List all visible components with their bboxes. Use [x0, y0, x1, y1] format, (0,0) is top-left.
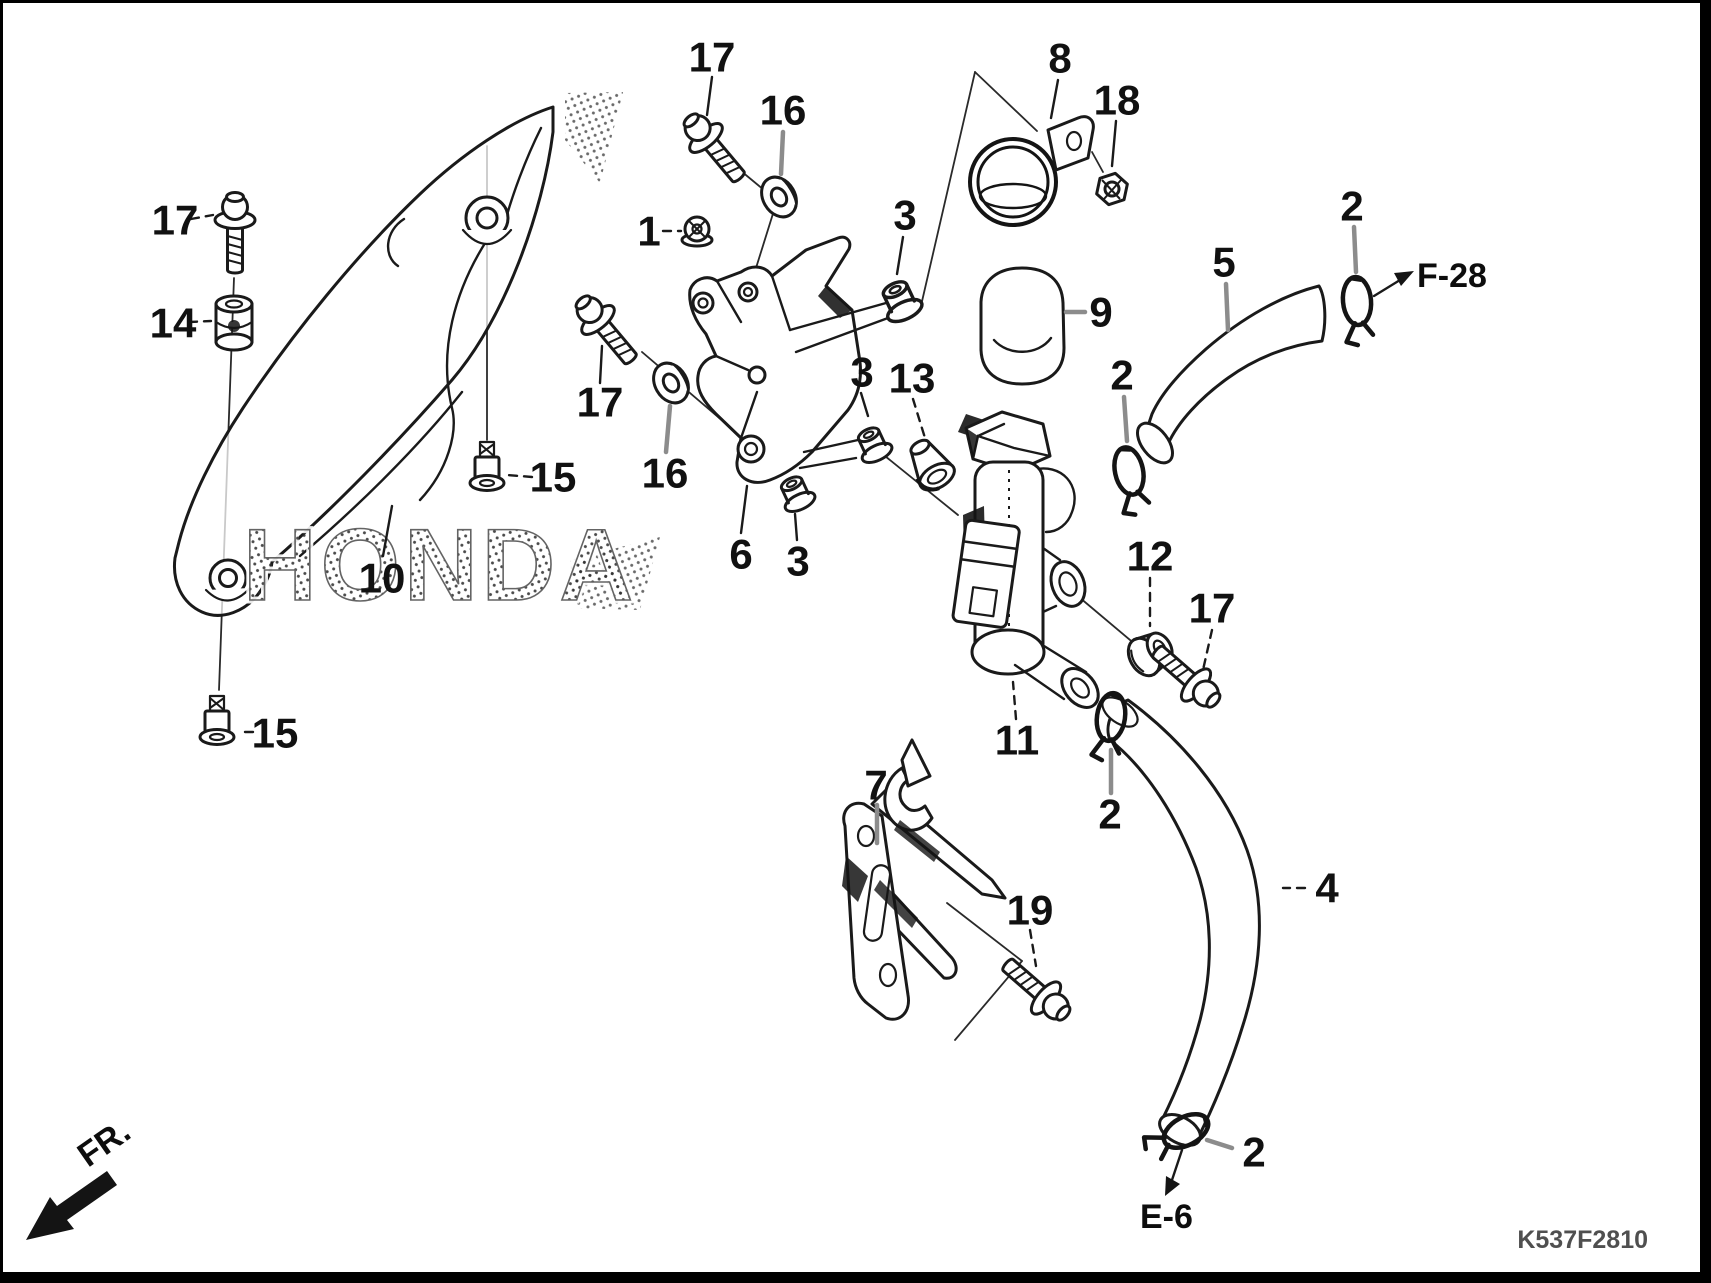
leader-3-bottom [793, 512, 799, 542]
collar-3-bottom [773, 470, 820, 517]
watermark-halo: HONDA [243, 508, 637, 622]
callout-2-valve: 2 [1098, 791, 1121, 838]
leader-5 [1223, 281, 1231, 333]
cap-nut-1 [680, 215, 714, 248]
callout-16-top: 16 [760, 87, 807, 134]
flange-bolt-17-mid [563, 284, 649, 375]
cover-boss [461, 195, 513, 245]
flange-bolt-19 [991, 946, 1082, 1033]
callout-15-top: 15 [530, 454, 577, 501]
callout-1: 1 [637, 208, 660, 255]
leader-2-topright [1351, 224, 1359, 275]
fr-label: FR. [71, 1112, 138, 1175]
joint-13 [909, 438, 956, 492]
callout-3-mid: 3 [850, 349, 873, 396]
callout-12: 12 [1127, 533, 1174, 580]
ref-f28: F-28 [1372, 257, 1487, 298]
cover-grommet [204, 558, 252, 602]
air-hose-5 [1136, 284, 1327, 465]
leader-2-hose5 [1121, 394, 1130, 444]
air-hose-4 [1101, 696, 1261, 1147]
leader-8 [1049, 78, 1060, 120]
rubber-washer-16-top [753, 169, 805, 225]
callout-11: 11 [995, 717, 1039, 764]
leader-19 [1028, 928, 1038, 968]
rubber-cap-9 [979, 266, 1066, 386]
callout-2-hose5: 2 [1110, 352, 1133, 399]
rubber-washer-16-mid [645, 355, 697, 411]
diagram-code: K537F2810 [1517, 1226, 1648, 1254]
watermark-text: HONDA [243, 508, 637, 622]
callout-17-left: 17 [152, 197, 199, 244]
callout-2-topright: 2 [1340, 183, 1363, 230]
hose-clamp-2-topright [1341, 276, 1375, 346]
callout-17-mid: 17 [577, 379, 624, 426]
clamp-nut-18 [1095, 171, 1129, 207]
ref-e6: E-6 [1140, 1148, 1193, 1236]
callout-8: 8 [1048, 35, 1071, 82]
leader-6 [739, 484, 749, 535]
leader-16-mid [663, 403, 673, 455]
callout-9: 9 [1089, 289, 1112, 336]
front-direction-marker: FR. [26, 1112, 137, 1240]
flange-bolt-17-top [671, 102, 757, 193]
ref-f28-label: F-28 [1417, 257, 1487, 295]
collar-3-mid [850, 421, 897, 468]
callout-3-bottom: 3 [786, 538, 809, 585]
leader-17-left [189, 213, 215, 221]
leader-10 [381, 504, 394, 558]
callout-4: 4 [1315, 865, 1339, 912]
callout-3-top: 3 [893, 192, 916, 239]
flange-bolt-17-left [213, 191, 257, 275]
bolt-15-top [468, 440, 506, 492]
honda-watermark: HONDA HONDA [240, 505, 637, 626]
leader-18 [1110, 119, 1118, 168]
valve-stay-7 [842, 738, 1007, 1021]
leader-11 [1011, 680, 1018, 721]
ref-e6-label: E-6 [1140, 1198, 1193, 1236]
callout-19: 19 [1007, 887, 1054, 934]
valve-bracket [688, 235, 890, 484]
leader-14 [187, 319, 213, 324]
leader-17-top [705, 75, 714, 117]
leader-2-bottom [1204, 1137, 1235, 1151]
stipple-patch-top [565, 92, 623, 183]
callout-18: 18 [1094, 77, 1141, 124]
control-valve-11 [951, 410, 1100, 709]
leader-17-right [1201, 628, 1214, 672]
leader-13 [911, 397, 927, 440]
callout-13: 13 [889, 355, 936, 402]
leader-15-top [505, 473, 534, 479]
callout-10: 10 [359, 555, 406, 602]
leader-3-top [895, 235, 905, 276]
bolt-15-bottom [198, 694, 236, 746]
callout-6: 6 [729, 531, 752, 578]
callout-17-right: 17 [1189, 585, 1236, 632]
cover-panel [172, 92, 660, 617]
stipple-patch-mid [570, 537, 660, 610]
callout-5: 5 [1212, 239, 1235, 286]
callout-2-bottom: 2 [1242, 1129, 1265, 1176]
rubber-collar-14 [214, 294, 254, 352]
leader-17-mid [598, 344, 604, 385]
leader-3-mid [859, 391, 870, 418]
callout-17-top: 17 [689, 34, 736, 81]
callout-7: 7 [864, 762, 887, 809]
band-clamp-8 [968, 115, 1104, 227]
callout-16-mid: 16 [642, 450, 689, 497]
leader-16-top [778, 129, 786, 177]
hose-clamp-2-hose5 [1110, 445, 1152, 517]
callout-15-bottom: 15 [252, 710, 299, 757]
callout-14: 14 [150, 300, 197, 347]
